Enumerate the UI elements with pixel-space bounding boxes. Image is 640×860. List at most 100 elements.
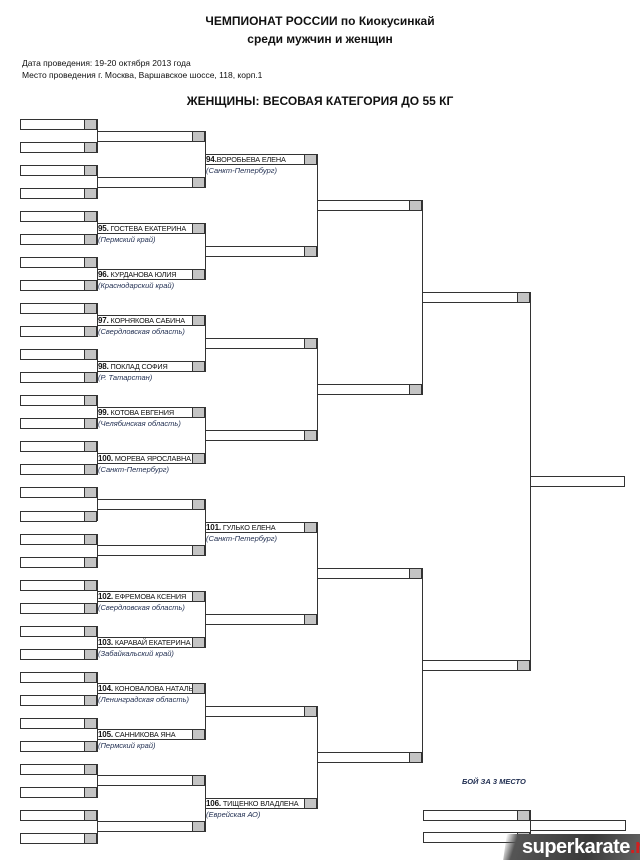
- bracket-slot-r1[interactable]: [20, 418, 97, 429]
- bracket-slot-r3[interactable]: [205, 154, 317, 165]
- third-place-winner-slot[interactable]: [530, 820, 626, 831]
- score-cell[interactable]: [192, 545, 205, 556]
- score-cell[interactable]: [84, 211, 97, 222]
- score-cell[interactable]: [84, 626, 97, 637]
- bracket-slot-r2[interactable]: [97, 131, 205, 142]
- bracket-slot-r2[interactable]: [97, 407, 205, 418]
- score-cell[interactable]: [304, 706, 317, 717]
- score-cell[interactable]: [192, 131, 205, 142]
- score-cell[interactable]: [517, 810, 530, 821]
- score-cell[interactable]: [84, 603, 97, 614]
- bracket-slot-r2[interactable]: [97, 361, 205, 372]
- bracket-slot-r1[interactable]: [20, 326, 97, 337]
- score-cell[interactable]: [192, 269, 205, 280]
- bracket-slot-r1[interactable]: [20, 119, 97, 130]
- score-cell[interactable]: [304, 522, 317, 533]
- score-cell[interactable]: [84, 810, 97, 821]
- bracket-slot-r3[interactable]: [205, 614, 317, 625]
- score-cell[interactable]: [192, 453, 205, 464]
- score-cell[interactable]: [84, 511, 97, 522]
- bracket-slot-r1[interactable]: [20, 395, 97, 406]
- score-cell[interactable]: [84, 464, 97, 475]
- score-cell[interactable]: [84, 372, 97, 383]
- bracket-slot-r1[interactable]: [20, 441, 97, 452]
- score-cell[interactable]: [84, 234, 97, 245]
- bracket-slot-r2[interactable]: [97, 315, 205, 326]
- bracket-slot-r2[interactable]: [97, 729, 205, 740]
- bracket-slot-r1[interactable]: [20, 557, 97, 568]
- bracket-slot-r1[interactable]: [20, 718, 97, 729]
- score-cell[interactable]: [304, 430, 317, 441]
- score-cell[interactable]: [304, 798, 317, 809]
- score-cell[interactable]: [192, 407, 205, 418]
- bracket-slot-r1[interactable]: [20, 741, 97, 752]
- bracket-slot-r1[interactable]: [20, 603, 97, 614]
- bracket-slot-r1[interactable]: [20, 234, 97, 245]
- score-cell[interactable]: [304, 338, 317, 349]
- score-cell[interactable]: [304, 614, 317, 625]
- score-cell[interactable]: [84, 257, 97, 268]
- score-cell[interactable]: [409, 752, 422, 763]
- bracket-slot-r1[interactable]: [20, 626, 97, 637]
- score-cell[interactable]: [517, 660, 530, 671]
- bracket-slot-r3[interactable]: [205, 430, 317, 441]
- bracket-slot-r1[interactable]: [20, 257, 97, 268]
- score-cell[interactable]: [84, 557, 97, 568]
- bracket-slot-r5[interactable]: [422, 292, 530, 303]
- bracket-slot-r1[interactable]: [20, 142, 97, 153]
- score-cell[interactable]: [192, 729, 205, 740]
- bracket-slot-r2[interactable]: [97, 177, 205, 188]
- score-cell[interactable]: [84, 303, 97, 314]
- bracket-slot-r3[interactable]: [205, 706, 317, 717]
- bracket-slot-r1[interactable]: [20, 464, 97, 475]
- bracket-slot-r4[interactable]: [317, 384, 422, 395]
- score-cell[interactable]: [84, 441, 97, 452]
- bracket-slot-r1[interactable]: [20, 672, 97, 683]
- bracket-slot-r1[interactable]: [20, 487, 97, 498]
- bracket-slot-r2[interactable]: [97, 591, 205, 602]
- score-cell[interactable]: [192, 223, 205, 234]
- score-cell[interactable]: [84, 672, 97, 683]
- score-cell[interactable]: [192, 499, 205, 510]
- score-cell[interactable]: [409, 384, 422, 395]
- score-cell[interactable]: [84, 119, 97, 130]
- bracket-slot-r3[interactable]: [205, 246, 317, 257]
- score-cell[interactable]: [84, 349, 97, 360]
- bracket-slot-r3[interactable]: [205, 338, 317, 349]
- score-cell[interactable]: [192, 315, 205, 326]
- score-cell[interactable]: [84, 787, 97, 798]
- bracket-slot-r2[interactable]: [97, 269, 205, 280]
- bracket-slot-r2[interactable]: [97, 637, 205, 648]
- bracket-slot-r1[interactable]: [20, 211, 97, 222]
- score-cell[interactable]: [84, 833, 97, 844]
- bracket-slot-r1[interactable]: [20, 303, 97, 314]
- bracket-slot-r2[interactable]: [97, 775, 205, 786]
- bracket-slot-r4[interactable]: [317, 200, 422, 211]
- score-cell[interactable]: [517, 292, 530, 303]
- bracket-slot-r1[interactable]: [20, 649, 97, 660]
- score-cell[interactable]: [84, 534, 97, 545]
- score-cell[interactable]: [84, 280, 97, 291]
- bracket-slot-r1[interactable]: [20, 580, 97, 591]
- score-cell[interactable]: [409, 568, 422, 579]
- score-cell[interactable]: [192, 361, 205, 372]
- bracket-slot-r4[interactable]: [317, 568, 422, 579]
- bracket-slot-r3[interactable]: [205, 522, 317, 533]
- score-cell[interactable]: [304, 154, 317, 165]
- bracket-slot-r1[interactable]: [20, 833, 97, 844]
- score-cell[interactable]: [84, 142, 97, 153]
- score-cell[interactable]: [84, 580, 97, 591]
- third-place-slot[interactable]: [423, 810, 530, 821]
- score-cell[interactable]: [192, 775, 205, 786]
- score-cell[interactable]: [84, 326, 97, 337]
- bracket-slot-r6[interactable]: [530, 476, 625, 487]
- score-cell[interactable]: [84, 188, 97, 199]
- bracket-slot-r2[interactable]: [97, 499, 205, 510]
- bracket-slot-r2[interactable]: [97, 223, 205, 234]
- bracket-slot-r1[interactable]: [20, 534, 97, 545]
- bracket-slot-r3[interactable]: [205, 798, 317, 809]
- score-cell[interactable]: [84, 487, 97, 498]
- score-cell[interactable]: [304, 246, 317, 257]
- score-cell[interactable]: [192, 683, 205, 694]
- score-cell[interactable]: [84, 695, 97, 706]
